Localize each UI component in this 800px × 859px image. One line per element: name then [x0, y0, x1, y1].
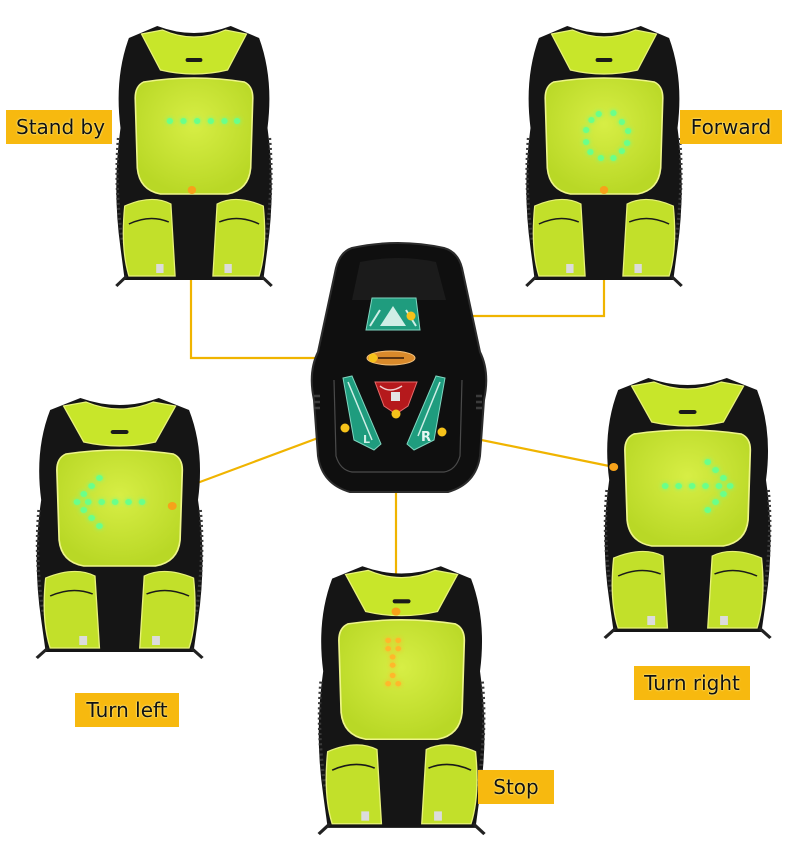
- connector-dot: [391, 409, 401, 419]
- label-forward: Forward: [680, 110, 782, 144]
- label-stop: Stop: [478, 770, 554, 804]
- letter-l-icon: L: [363, 433, 370, 446]
- remote-stand-by-button[interactable]: [366, 350, 416, 366]
- label-stand-by: Stand by: [6, 110, 112, 144]
- connector-dot: [609, 463, 619, 471]
- remote-turn-left-button[interactable]: L: [342, 375, 382, 451]
- connector-dot: [599, 186, 609, 194]
- square-icon: [391, 392, 400, 401]
- led-circle-pattern: [583, 110, 632, 161]
- connector-dot: [391, 607, 401, 616]
- led-arrow-right-pattern: [661, 459, 734, 513]
- remote-control: L R: [310, 242, 488, 493]
- remote-turn-right-button[interactable]: R: [406, 375, 446, 451]
- vest-stand-by: [114, 24, 274, 288]
- led-dash-pattern: [166, 118, 241, 124]
- connector-dot: [437, 427, 447, 437]
- connector-dot: [187, 186, 197, 194]
- vest-stop: [317, 564, 487, 836]
- connector-dot: [340, 423, 350, 433]
- vest-turn-right: [603, 376, 773, 640]
- connector-dot: [406, 311, 416, 321]
- remote-forward-button[interactable]: [365, 297, 421, 331]
- vest-turn-left: [35, 396, 205, 660]
- label-turn-right: Turn right: [634, 666, 750, 700]
- connector-dot: [167, 502, 177, 510]
- connector-dot: [368, 353, 378, 363]
- led-exclamation-pattern: [385, 637, 402, 687]
- remote-stop-button[interactable]: [374, 381, 418, 415]
- led-arrow-left-pattern: [73, 475, 146, 529]
- label-turn-left: Turn left: [75, 693, 179, 727]
- vest-forward: [524, 24, 684, 288]
- triangle-icon: [380, 306, 406, 326]
- letter-r-icon: R: [421, 430, 431, 445]
